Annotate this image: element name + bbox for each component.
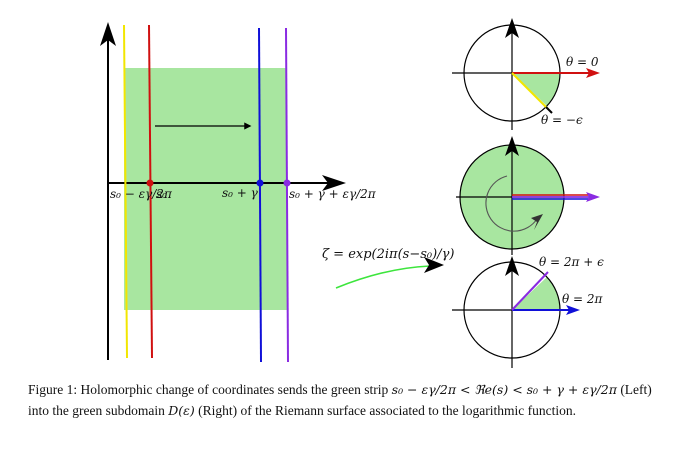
blue-line	[258, 27, 262, 363]
caption-prefix: Figure 1: Holomorphic change of coordina…	[28, 382, 389, 397]
yellow-line	[123, 24, 128, 359]
label-theta0: θ = 0	[566, 55, 599, 69]
caption-math-domain: D(ε)	[168, 403, 195, 418]
map-formula: ζ = exp(2iπ(s−s₀)/γ)	[322, 247, 454, 262]
label-s0: s₀	[156, 187, 167, 201]
label-theta-minus: θ = −ϵ	[541, 113, 583, 127]
disk-bottom-vaxis-arrowhead	[505, 256, 519, 276]
label-s0-minus: s₀ − εγ/2π	[110, 187, 173, 201]
ray-theta-2pi-arrowhead	[566, 305, 580, 315]
figure-caption: Figure 1: Holomorphic change of coordina…	[28, 379, 676, 421]
ray-theta-minus	[511, 72, 549, 110]
disk-top: θ = 0 θ = −ϵ	[452, 18, 600, 130]
red-line	[148, 24, 153, 359]
purple-line	[285, 27, 289, 363]
disk-middle	[456, 136, 600, 255]
caption-middle: (Left) into the green subdomain	[28, 382, 652, 418]
ray-theta-minus-outer	[545, 106, 553, 114]
map-arrowhead	[424, 257, 444, 273]
label-theta-2pi: θ = 2π	[562, 292, 604, 306]
s0-plus-gamma-point	[256, 179, 264, 187]
disk-middle-vaxis-arrowhead	[505, 136, 519, 156]
label-s0-plus-gamma-plus: s₀ + γ + εγ/2π	[289, 187, 377, 201]
label-s0-plus-gamma: s₀ + γ	[222, 186, 259, 200]
ray-theta-2pi-plus	[511, 271, 549, 311]
caption-math-strip: s₀ − εγ/2π < ℜe(s) < s₀ + γ + εγ/2π	[391, 382, 617, 397]
map-curve-arrow	[335, 265, 431, 289]
wedge-bottom	[512, 277, 561, 310]
wedge-top	[512, 73, 561, 106]
disk-bottom: θ = 2π + ϵ θ = 2π	[452, 255, 604, 368]
label-theta-2pi-plus: θ = 2π + ϵ	[539, 255, 604, 269]
left-y-axis-arrowhead	[100, 22, 116, 46]
left-x-axis-arrowhead	[322, 175, 346, 191]
s0-point	[146, 179, 154, 187]
disk-top-vaxis-arrowhead	[505, 18, 519, 38]
s0-plus-gamma-plus-point	[283, 179, 291, 187]
rotation-arc-arrowhead	[531, 214, 543, 230]
holomorphic-diagram: s₀ − εγ/2π s₀ s₀ + γ s₀ + γ + εγ/2π ζ = …	[100, 18, 604, 368]
ray-theta0-arrowhead	[586, 68, 600, 78]
rotation-arc	[485, 175, 538, 232]
ray-middle-arrowhead	[586, 192, 600, 202]
caption-suffix: (Right) of the Riemann surface associate…	[198, 403, 576, 418]
